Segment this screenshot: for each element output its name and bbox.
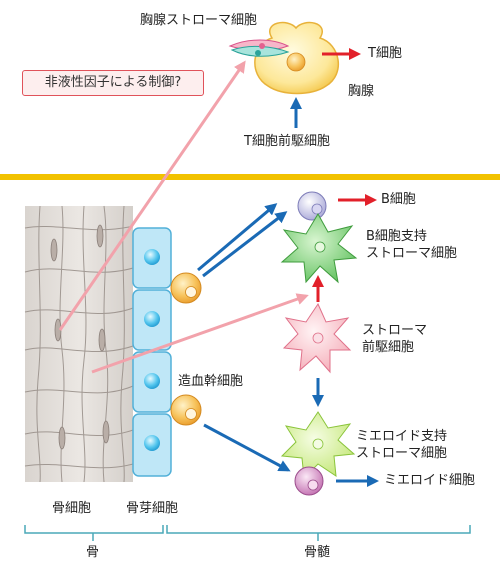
hsc-cell: [170, 394, 202, 426]
osteocyte-nucleus: [98, 328, 106, 352]
bone-bracket: [24, 525, 164, 534]
b-support-label: B細胞支持 ストローマ細胞: [366, 229, 458, 261]
pink-arrow-to-thymic-stroma: [58, 60, 246, 331]
bone-label: 骨: [86, 545, 100, 560]
osteocyte-nucleus: [50, 238, 58, 262]
myeloid-cell-label: ミエロイド細胞: [384, 473, 476, 488]
hsc-label: 造血幹細胞: [178, 374, 244, 389]
region-brackets: [24, 525, 471, 541]
osteoblast-nucleus: [144, 435, 160, 451]
thymic-stromal-cell: [228, 39, 290, 57]
myeloid-support-label: ミエロイド支持 ストローマ細胞: [356, 429, 448, 461]
stromal-precursor-cell: [282, 302, 352, 374]
arrow-hsc-to-myeloid: [203, 423, 291, 472]
osteoblast-nucleus: [144, 249, 160, 265]
osteocyte-nucleus: [102, 420, 110, 444]
marrow-bracket: [166, 525, 471, 534]
t-cell-label: T細胞: [368, 46, 402, 61]
osteocyte-label: 骨細胞: [52, 501, 92, 516]
osteocyte-nucleus: [58, 426, 66, 450]
hsc-cell: [170, 272, 202, 304]
arrow-hsc-to-t-precursor: [197, 203, 278, 272]
t-precursor-label: T細胞前駆細胞: [244, 134, 330, 149]
osteoblast-nucleus: [144, 373, 160, 389]
b-support-stromal-cell: [280, 213, 358, 284]
thymus-label: 胸腺: [348, 84, 375, 99]
bone-marrow-label: 骨髄: [304, 545, 331, 560]
stroma-precursor-label: ストローマ 前駆細胞: [362, 323, 428, 355]
thymic-stromal-cell-label: 胸腺ストローマ細胞: [140, 13, 258, 28]
b-cell-label: B細胞: [381, 192, 416, 207]
myeloid-support-stromal-cell: [280, 411, 356, 480]
osteocyte-nucleus: [96, 224, 104, 248]
osteoblast-label: 骨芽細胞: [126, 501, 179, 516]
b-cell: [297, 191, 327, 221]
osteoblast-column: [132, 227, 172, 477]
pink-arrow-to-stroma-precursor: [91, 293, 309, 374]
arrow-hsc-to-b-cell: [202, 211, 288, 278]
thymus-organ: [254, 21, 340, 95]
question-callout: 非液性因子による制御?: [22, 70, 204, 96]
myeloid-cell: [294, 466, 324, 496]
osteoblast-nucleus: [144, 311, 160, 327]
thymus-marrow-divider: [0, 174, 500, 180]
